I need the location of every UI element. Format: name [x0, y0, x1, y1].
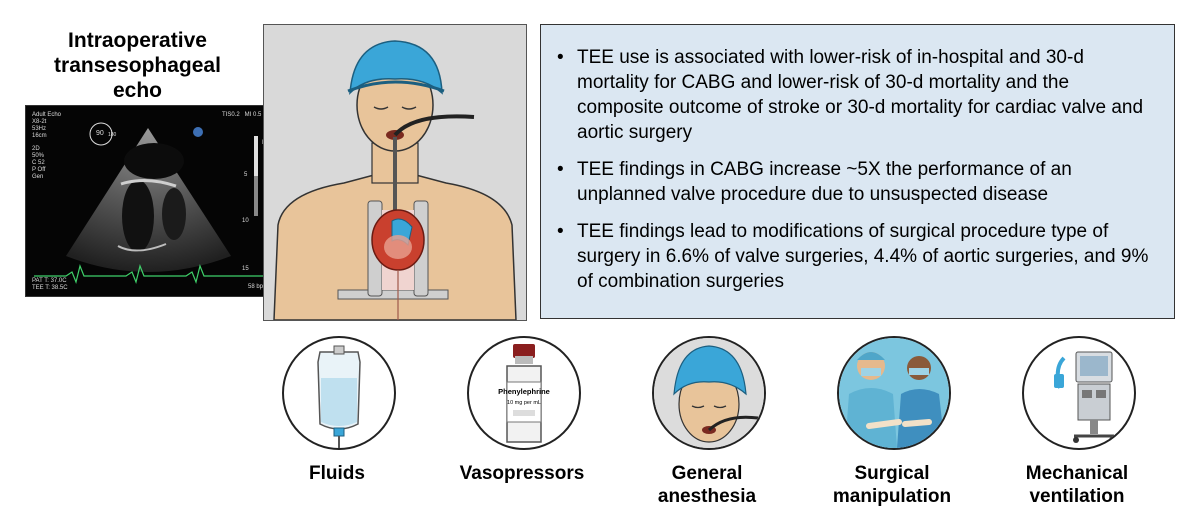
depth-tick: 10	[242, 218, 249, 224]
vial-dose: 10 mg per mL	[507, 400, 541, 406]
echo-angle: 90	[96, 130, 104, 137]
echo-sector-graphic	[34, 122, 266, 284]
icon-label-mechanical-ventilation: Mechanical ventilation	[1025, 463, 1129, 507]
icon-label-fluids: Fluids	[309, 463, 365, 484]
patient-tee-graphic	[273, 40, 517, 320]
ventilator-icon	[1022, 336, 1136, 450]
icon-label-general-anesthesia: General anesthesia	[657, 463, 757, 507]
echo-title: Intraoperative transesophageal echo	[54, 29, 221, 102]
echo-angle-max: 180	[108, 132, 117, 138]
finding-item: •TEE use is associated with lower-risk o…	[557, 47, 1144, 143]
patient-illustration	[263, 24, 527, 321]
depth-tick: 5	[244, 172, 248, 178]
finding-item: •TEE findings in CABG increase ~5X the p…	[557, 159, 1072, 205]
findings-list: •TEE use is associated with lower-risk o…	[555, 45, 1152, 294]
surgical-manipulation-icon	[837, 336, 951, 450]
findings-box: •TEE use is associated with lower-risk o…	[540, 24, 1175, 319]
general-anesthesia-icon	[652, 336, 766, 450]
echo-header: Adult Echo X8-2t 53Hz 16cm	[32, 112, 62, 139]
echo-mode-info: 2D 50% C 52 P Off Gen	[32, 146, 46, 180]
echo-temps: PAT T: 37.0C TEE T: 38.5C	[32, 278, 68, 291]
depth-tick: 15	[242, 266, 249, 272]
fluids-icon	[282, 336, 396, 450]
vial-drug-name: Phenylephrine	[498, 387, 550, 396]
icon-label-surgical-manipulation: Surgical manipulation	[832, 463, 952, 507]
echo-image: Adult Echo X8-2t 53Hz 16cm 2D 50% C 52 P…	[25, 105, 275, 297]
heart-rate: 58 bpm	[248, 284, 269, 290]
icon-label-vasopressors: Vasopressors	[459, 463, 585, 484]
vasopressor-vial-icon: Phenylephrine 10 mg per mL	[467, 336, 581, 450]
finding-item: •TEE findings lead to modifications of s…	[557, 221, 1149, 292]
echo-tis: TIS0.2 MI 0.5	[222, 112, 262, 118]
